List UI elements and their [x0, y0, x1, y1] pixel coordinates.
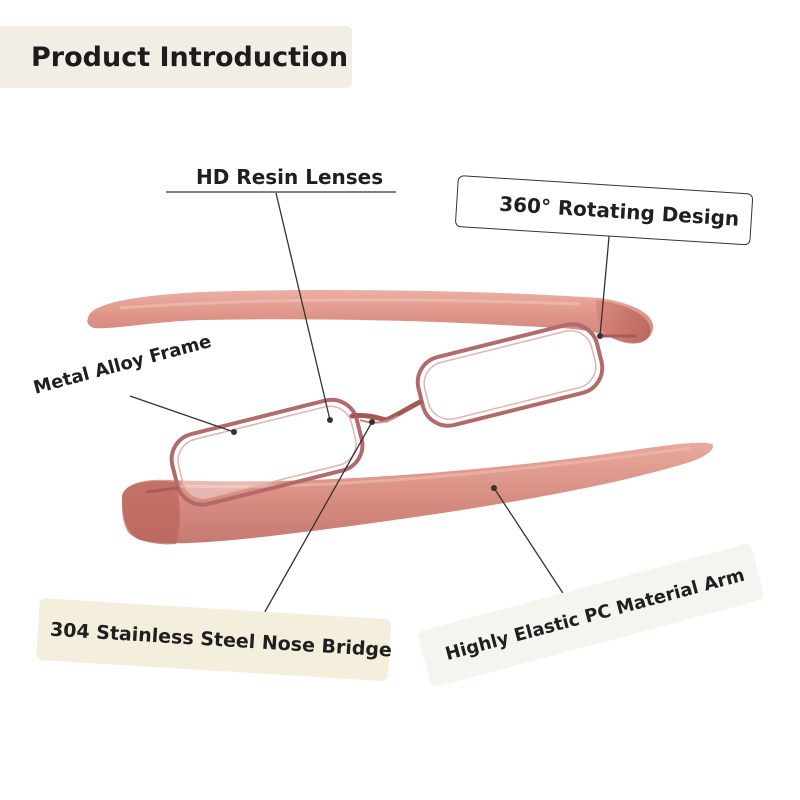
page-title: Product Introduction — [31, 41, 349, 73]
arm-leader-line — [493, 487, 571, 605]
rotating-label: 360° Rotating Design — [498, 191, 740, 231]
lower-temple-tip — [121, 480, 180, 545]
title-banner: Product Introduction — [0, 26, 352, 88]
rotating-leader-line — [599, 225, 611, 337]
lenses-label: HD Resin Lenses — [196, 165, 384, 189]
right-lens — [415, 322, 605, 428]
left-lens — [169, 397, 365, 507]
nose-bridge — [349, 399, 423, 423]
lower-temple-arm — [121, 442, 714, 544]
nose-bridge-leader-line — [257, 421, 373, 625]
frame-leader-line — [129, 395, 235, 433]
lenses-leader-line — [275, 192, 331, 421]
nose-bridge-label: 304 Stainless Steel Nose Bridge — [49, 618, 393, 662]
upper-temple-hinge — [596, 300, 651, 344]
